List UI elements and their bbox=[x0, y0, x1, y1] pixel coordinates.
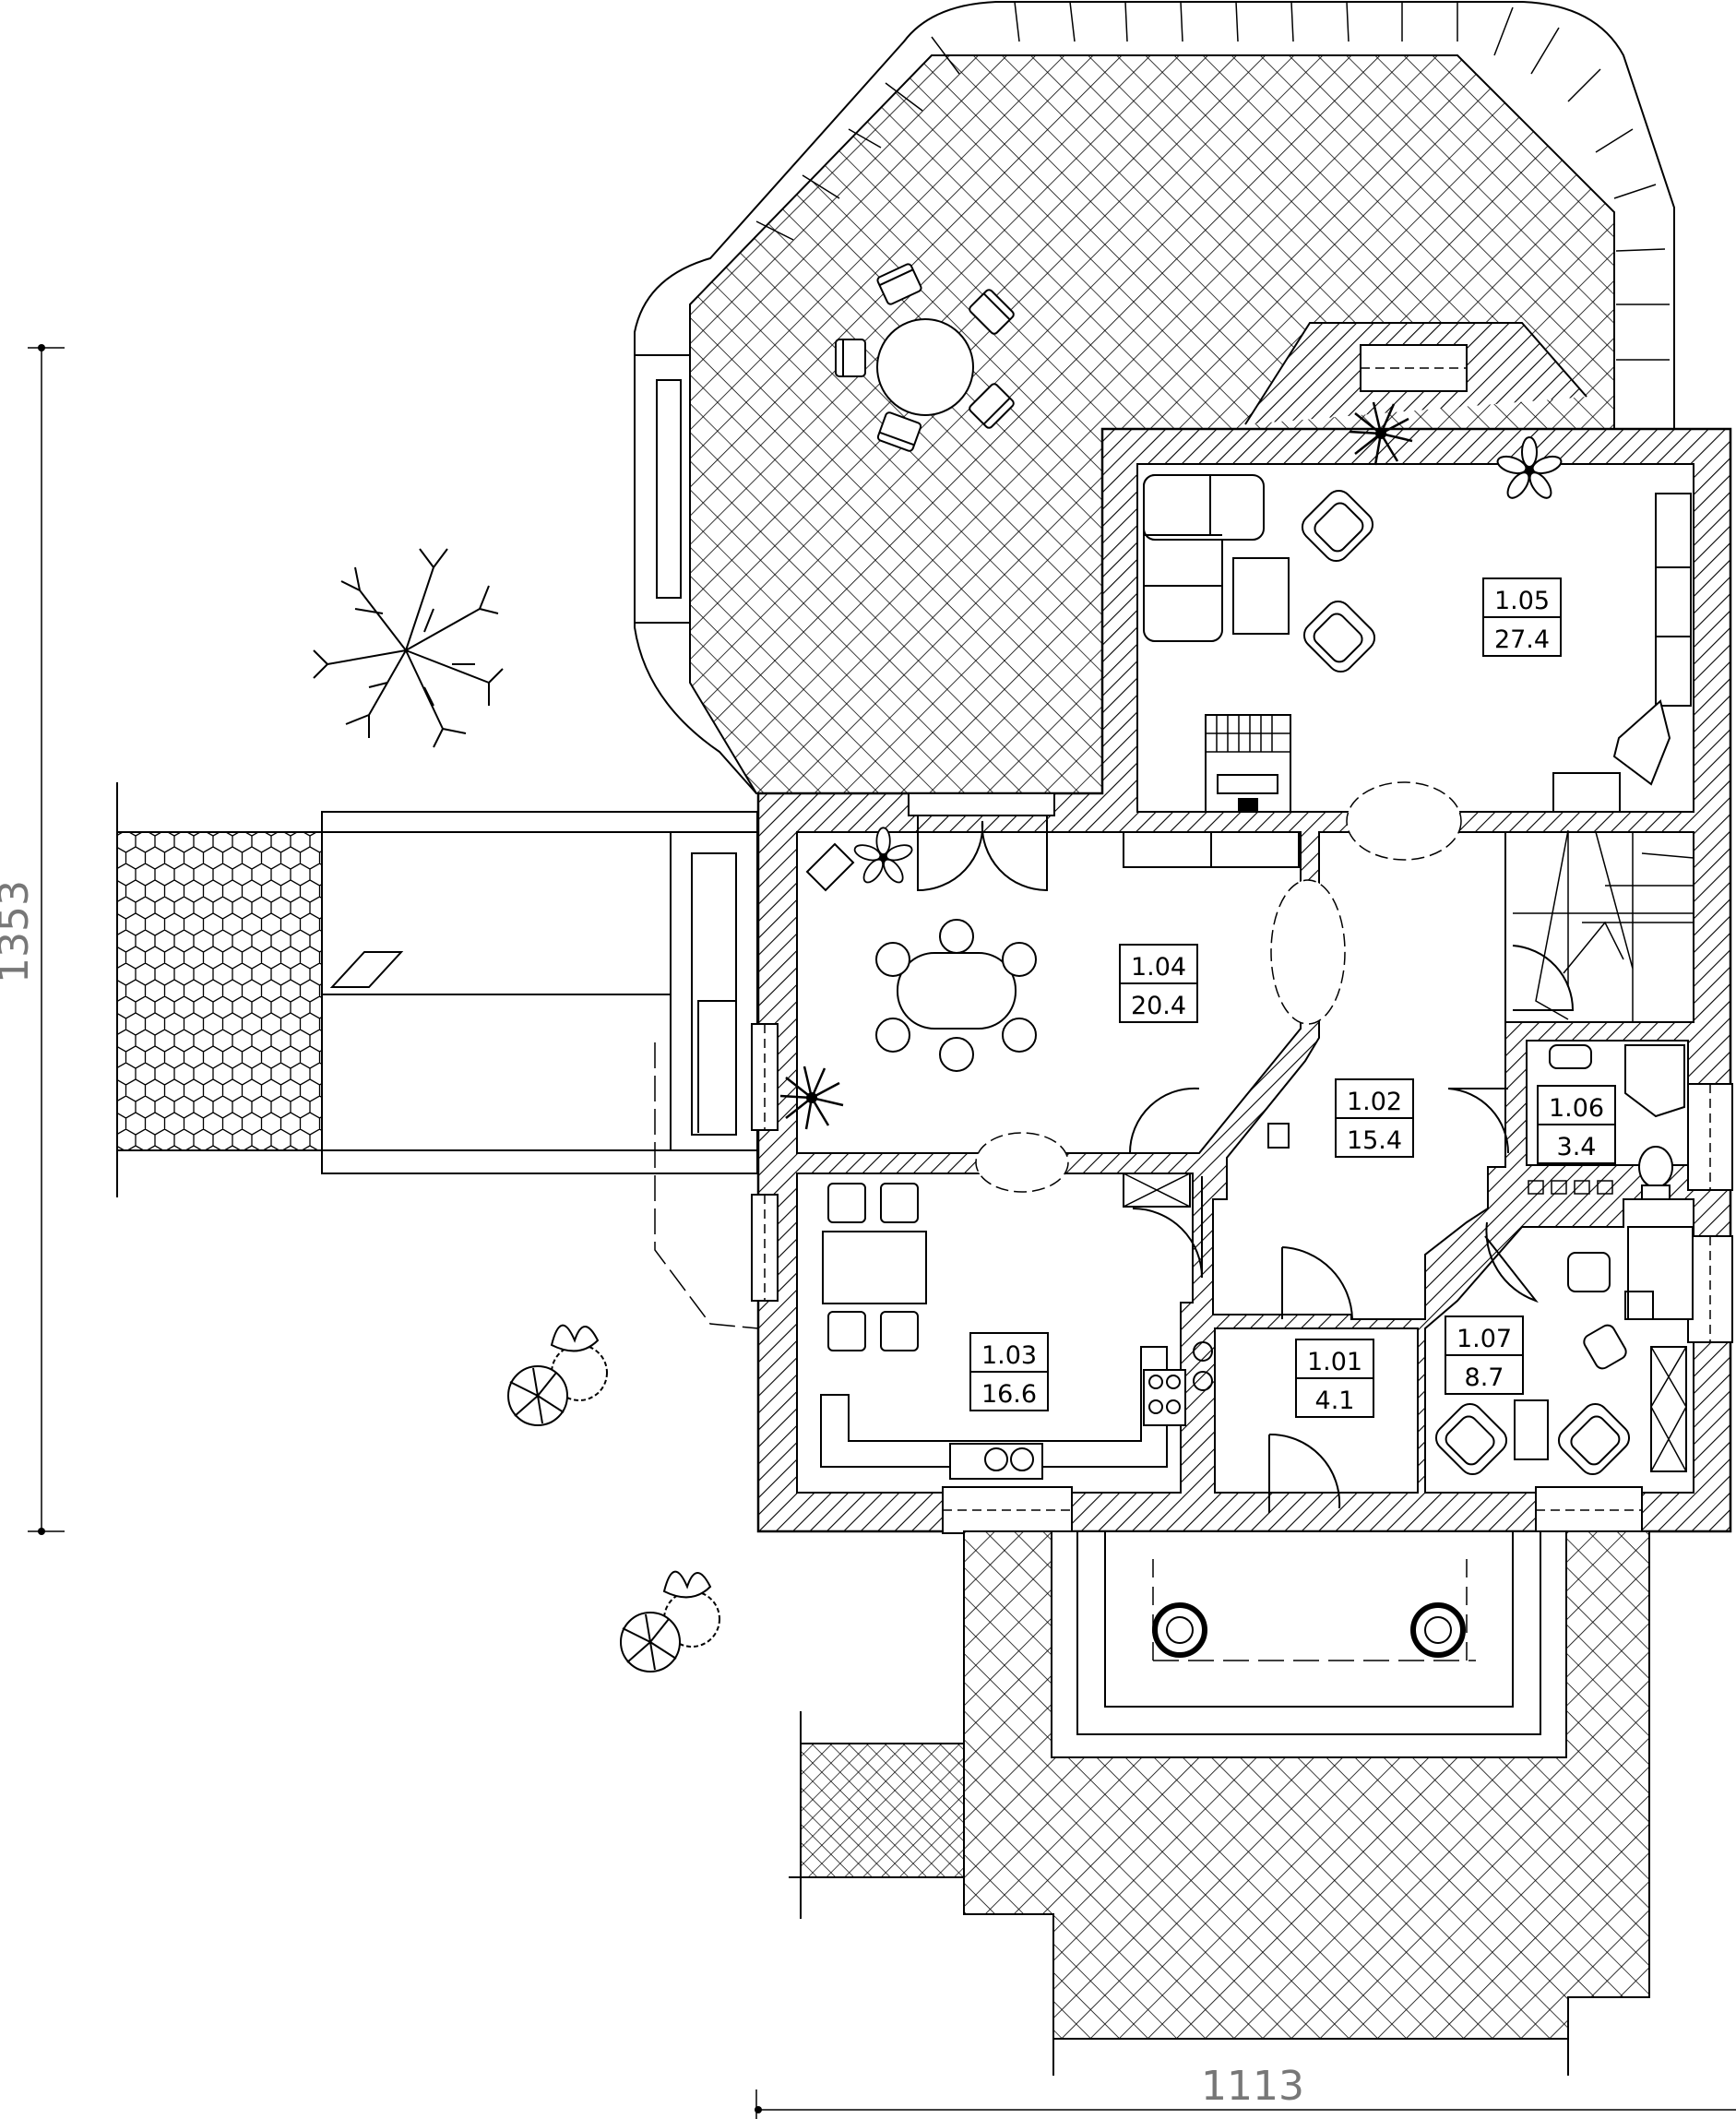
room-number: 1.02 bbox=[1347, 1088, 1402, 1116]
dimension-vertical-label: 1353 bbox=[0, 880, 38, 983]
entrance-porch bbox=[789, 1530, 1650, 2076]
terrace-top bbox=[634, 1, 1675, 794]
doors bbox=[1128, 945, 1575, 1513]
room-label-1-02: 1.02 15.4 bbox=[1335, 1078, 1414, 1158]
room-number: 1.07 bbox=[1457, 1325, 1512, 1353]
room-label-1-07: 1.07 8.7 bbox=[1445, 1315, 1524, 1395]
room-number: 1.06 bbox=[1549, 1094, 1604, 1123]
dimension-horizontal: 1113 bbox=[755, 2063, 1736, 2119]
room-number: 1.03 bbox=[981, 1341, 1037, 1370]
bathroom-fixtures bbox=[1528, 1044, 1685, 1200]
dimension-horizontal-label: 1113 bbox=[1201, 2063, 1304, 2110]
room-label-1-04: 1.04 20.4 bbox=[1119, 944, 1198, 1023]
room-area: 20.4 bbox=[1131, 992, 1186, 1020]
windows bbox=[751, 792, 1733, 1534]
study-furniture bbox=[1267, 1123, 1694, 1481]
carport bbox=[116, 782, 759, 1329]
room-label-1-05: 1.05 27.4 bbox=[1482, 577, 1562, 657]
room-label-1-03: 1.03 16.6 bbox=[969, 1332, 1049, 1411]
tree-icon bbox=[313, 548, 504, 748]
bush-icon bbox=[507, 1324, 608, 1426]
room-area: 16.6 bbox=[981, 1380, 1037, 1409]
dimension-vertical: 1353 bbox=[0, 344, 65, 1535]
staircase bbox=[1513, 829, 1694, 1022]
dining-furniture bbox=[779, 827, 1300, 1131]
room-area: 3.4 bbox=[1557, 1133, 1597, 1161]
room-label-1-06: 1.06 3.4 bbox=[1537, 1085, 1616, 1164]
room-area: 8.7 bbox=[1465, 1363, 1504, 1392]
room-label-1-01: 1.01 4.1 bbox=[1295, 1339, 1374, 1418]
room-area: 27.4 bbox=[1494, 625, 1550, 654]
kitchen-furniture bbox=[820, 1173, 1213, 1480]
room-area: 15.4 bbox=[1347, 1126, 1402, 1155]
room-number: 1.04 bbox=[1131, 953, 1186, 982]
bush-icon bbox=[620, 1570, 720, 1673]
room-number: 1.01 bbox=[1307, 1348, 1362, 1376]
living-room-furniture bbox=[1143, 400, 1692, 813]
room-area: 4.1 bbox=[1315, 1387, 1355, 1415]
room-number: 1.05 bbox=[1494, 587, 1550, 615]
